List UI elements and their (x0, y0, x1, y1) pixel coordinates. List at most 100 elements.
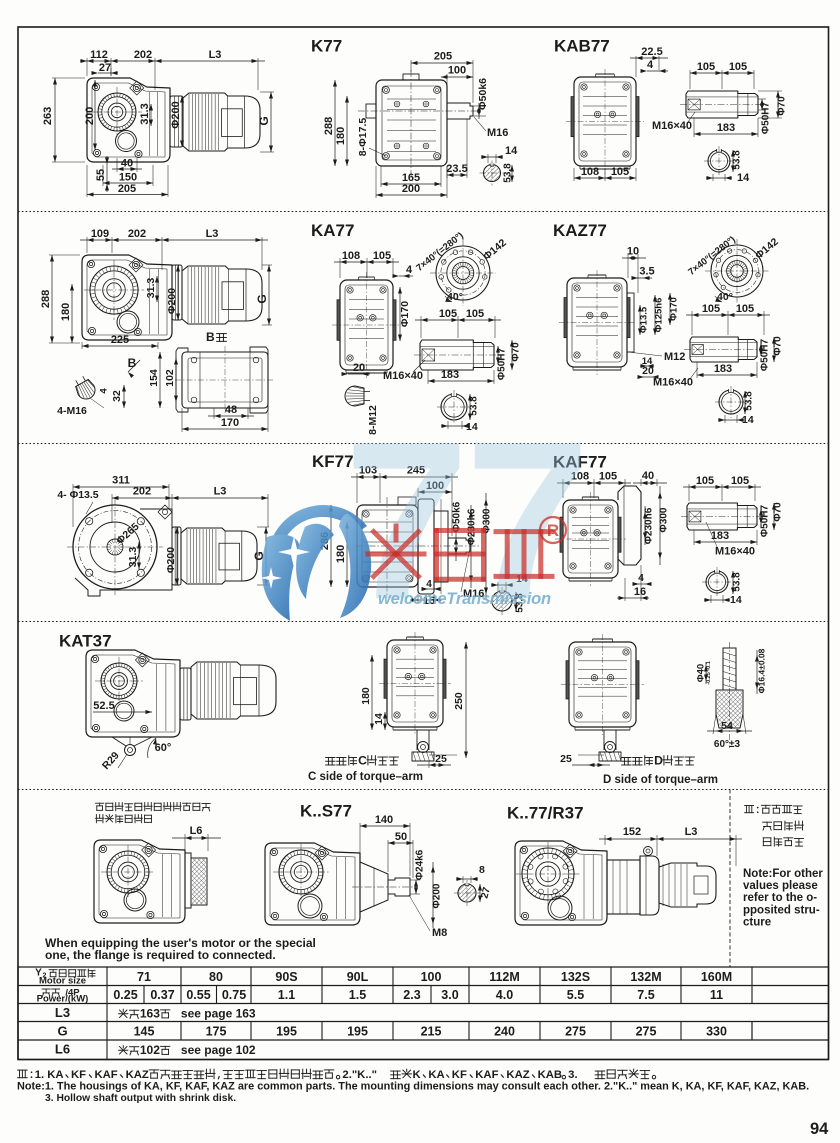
svg-text:183: 183 (711, 530, 729, 542)
svg-text:Y: Y (35, 968, 42, 979)
svg-text:105: 105 (599, 471, 617, 483)
svg-text:8: 8 (479, 864, 485, 876)
svg-text:225: 225 (111, 334, 129, 346)
svg-text:100: 100 (426, 480, 444, 492)
svg-text:71: 71 (137, 970, 151, 984)
svg-text:2."K..": 2."K.." (342, 1069, 377, 1081)
svg-text:M12: M12 (664, 351, 685, 363)
svg-text:53.8: 53.8 (515, 593, 526, 613)
svg-text:L3: L3 (209, 49, 222, 61)
svg-text:14: 14 (730, 594, 742, 606)
svg-text:3.5: 3.5 (639, 266, 654, 278)
svg-text:52.5: 52.5 (93, 700, 114, 712)
svg-text:KF: KF (452, 1069, 467, 1081)
svg-text:102: 102 (164, 369, 176, 387)
svg-text:M16×40: M16×40 (652, 120, 692, 132)
svg-text:140: 140 (375, 814, 393, 826)
svg-text:205: 205 (118, 183, 136, 195)
svg-text:-0.25 -0.1: -0.25 -0.1 (706, 661, 712, 685)
svg-text:Φ16.4±0.08: Φ16.4±0.08 (756, 648, 766, 693)
svg-text:202: 202 (128, 228, 146, 240)
svg-text:154: 154 (148, 369, 160, 387)
svg-text:3. Hollow shaft output with sh: 3. Hollow shaft output with shrink disk. (45, 1093, 236, 1104)
svg-text:K..S77: K..S77 (300, 802, 352, 821)
svg-text:0.25: 0.25 (113, 988, 137, 1002)
svg-text:202: 202 (134, 49, 152, 61)
svg-text:53.8: 53.8 (503, 163, 514, 183)
svg-text:14: 14 (516, 573, 528, 585)
svg-text:Note:1. The housings of KA, KF: Note:1. The housings of KA, KF, KAF, KAZ… (17, 1081, 809, 1093)
svg-text:R: R (547, 521, 559, 540)
svg-text:170: 170 (221, 417, 239, 429)
svg-text:M16×40: M16×40 (715, 546, 755, 558)
svg-text:8-M12: 8-M12 (367, 405, 379, 435)
svg-text:M16×40: M16×40 (383, 370, 423, 382)
svg-text:7×40°(=280°): 7×40°(=280°) (686, 234, 737, 278)
svg-text:311: 311 (112, 475, 130, 487)
svg-text:105: 105 (729, 61, 747, 73)
svg-text:M16×40: M16×40 (653, 377, 693, 389)
svg-text:Φ170: Φ170 (669, 297, 680, 321)
svg-text:L3: L3 (685, 826, 698, 838)
svg-text:40°: 40° (717, 291, 733, 303)
svg-text:KAF: KAF (94, 1069, 117, 1081)
svg-text:Φ70: Φ70 (773, 502, 784, 522)
svg-text:152: 152 (623, 826, 641, 838)
svg-text:205: 205 (434, 51, 452, 63)
svg-text:3.: 3. (568, 1069, 577, 1081)
svg-text:14: 14 (505, 145, 518, 157)
svg-text:R29: R29 (100, 750, 122, 772)
svg-text:Φ70: Φ70 (777, 96, 788, 116)
svg-text:cture: cture (743, 917, 771, 929)
svg-text:K..77/R37: K..77/R37 (507, 804, 584, 823)
svg-text:4- Φ13.5: 4- Φ13.5 (57, 489, 98, 501)
svg-text:25: 25 (560, 753, 572, 765)
svg-text:180: 180 (335, 545, 347, 563)
svg-text:180: 180 (60, 303, 72, 321)
svg-text:250: 250 (453, 692, 465, 710)
svg-text:G: G (257, 116, 271, 125)
svg-text:14: 14 (742, 414, 754, 426)
svg-text:160M: 160M (701, 970, 732, 984)
svg-text:4: 4 (647, 59, 654, 71)
svg-text:C side of torque–arm: C side of torque–arm (308, 771, 423, 783)
svg-text:150: 150 (119, 172, 137, 184)
svg-text:1. KA: 1. KA (35, 1069, 64, 1081)
svg-text:Φ200: Φ200 (166, 288, 178, 314)
svg-text:180: 180 (360, 687, 372, 705)
svg-text:Φ40: Φ40 (696, 664, 707, 682)
svg-text:KA: KA (428, 1069, 444, 1081)
svg-text:M16: M16 (487, 127, 508, 139)
svg-text:Motor size: Motor size (39, 976, 86, 987)
svg-text:14: 14 (466, 421, 478, 433)
svg-text:16: 16 (423, 595, 435, 607)
svg-text:112M: 112M (489, 970, 520, 984)
svg-text:40°: 40° (447, 291, 463, 303)
svg-text:100: 100 (421, 970, 442, 984)
svg-text:M8: M8 (432, 927, 447, 939)
svg-text:112: 112 (90, 49, 108, 61)
svg-text:108: 108 (571, 471, 589, 483)
svg-text:Φ170: Φ170 (399, 301, 411, 327)
svg-text:105: 105 (702, 303, 720, 315)
svg-text:53.8: 53.8 (732, 572, 743, 592)
svg-text:202: 202 (133, 486, 151, 498)
svg-text:values please: values please (743, 880, 818, 892)
svg-text:KA77: KA77 (311, 221, 354, 240)
svg-text:145: 145 (134, 1025, 155, 1039)
svg-text:288: 288 (40, 290, 52, 308)
svg-text:Φ125h6: Φ125h6 (654, 298, 665, 333)
svg-text:Φ24k6: Φ24k6 (415, 849, 426, 880)
svg-text:Φ50H7: Φ50H7 (760, 505, 771, 538)
svg-text:25: 25 (435, 753, 447, 765)
svg-text:welcomeTransmission: welcomeTransmission (378, 590, 551, 608)
svg-text:77: 77 (344, 394, 586, 646)
svg-text:When equipping the user's moto: When equipping the user's motor or the s… (45, 936, 316, 950)
svg-text:245: 245 (407, 465, 425, 477)
svg-text:53.8: 53.8 (732, 150, 743, 170)
svg-text:D side of torque–arm: D side of torque–arm (603, 774, 718, 786)
svg-text:1.1: 1.1 (278, 988, 295, 1002)
svg-text:108: 108 (342, 250, 360, 262)
svg-text:4: 4 (406, 264, 413, 276)
svg-text:53.8: 53.8 (469, 396, 480, 416)
